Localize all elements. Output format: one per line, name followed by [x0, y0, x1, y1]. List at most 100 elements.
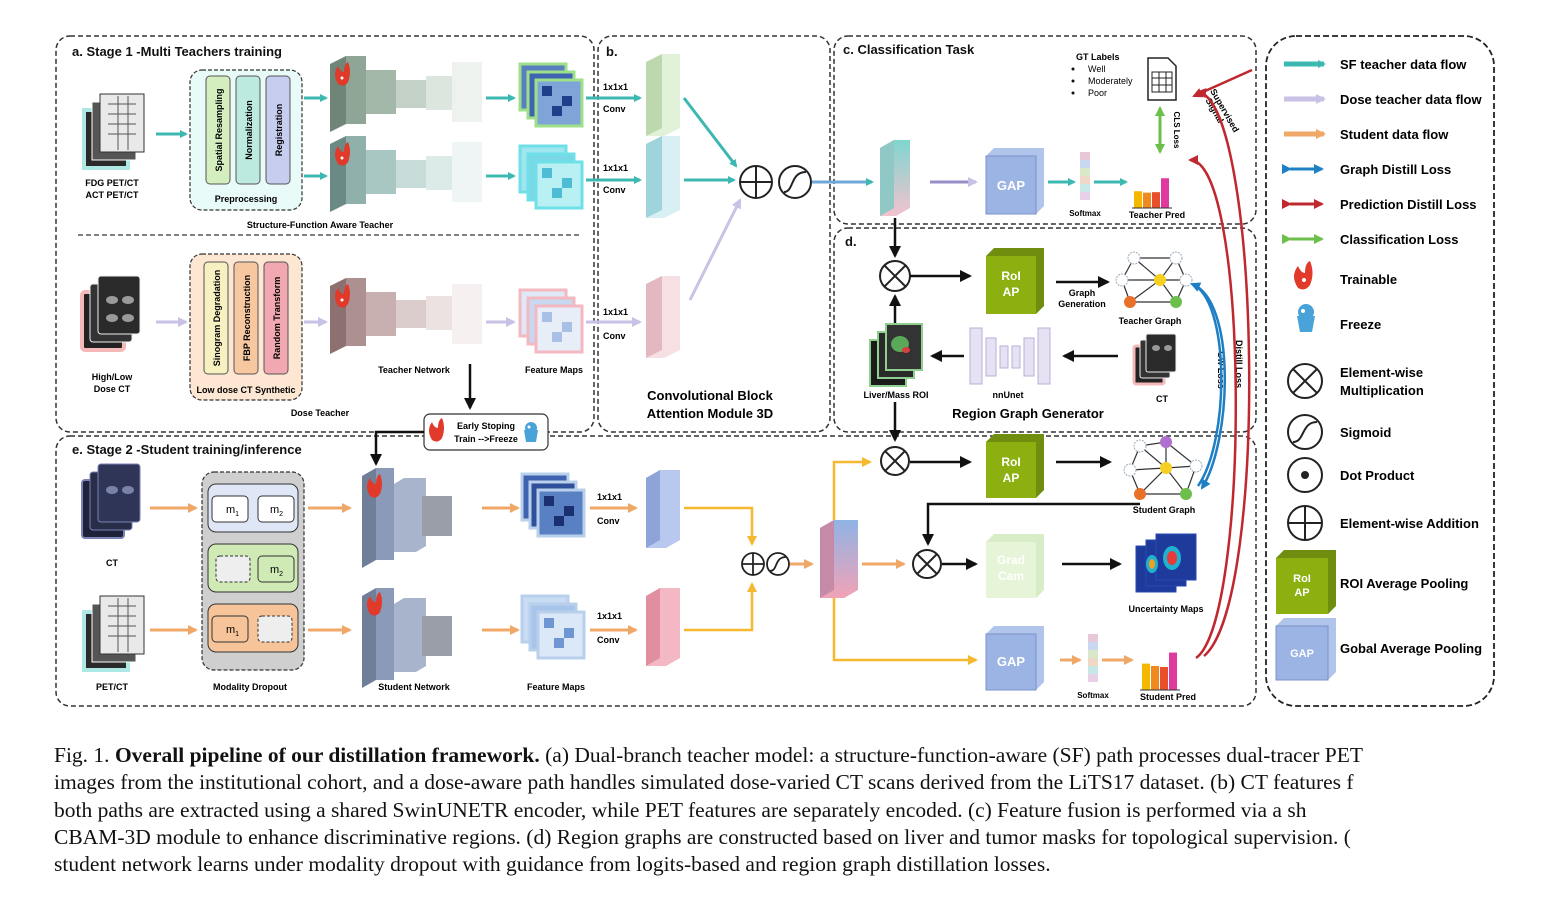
legend-label: Gobal Average Pooling [1340, 641, 1482, 656]
freeze-icon [1297, 304, 1315, 332]
spatial-resampling-label: Spatial Resampling [214, 88, 224, 171]
pred-bar [1151, 666, 1159, 690]
legend-label: Element-wise Addition [1340, 516, 1479, 531]
student-petct-stack [82, 595, 145, 672]
trainable-flame-icon [335, 284, 350, 308]
student-graph [1123, 436, 1203, 500]
pred-bar [1161, 178, 1169, 208]
legend-label-line2: Multiplication [1340, 383, 1424, 398]
student-pred-label: Student Pred [1140, 692, 1196, 702]
distill-loss-label: Distill Loss [1234, 340, 1244, 388]
ct-stack-d [1132, 333, 1177, 386]
legend-label: Dot Product [1340, 468, 1415, 483]
panel-b-box [597, 35, 831, 433]
uncertainty-label: Uncertainty Maps [1128, 604, 1203, 614]
nnunet-block [969, 327, 1051, 385]
train-freeze-label: Train -->Freeze [454, 434, 518, 444]
softmax-column-teacher [1080, 152, 1090, 200]
gap-label: GAP [997, 178, 1026, 193]
element-wise-multiplication-icon [912, 549, 942, 579]
legend-roi-icon-label: RoI [1293, 573, 1311, 585]
softmax-column-student [1088, 634, 1098, 682]
preprocessing-label: Preprocessing [215, 194, 278, 204]
panel-b-title: b. [606, 44, 618, 59]
trainable-flame-icon [367, 474, 382, 498]
pred-bar [1152, 192, 1160, 208]
random-transform-label: Random Transform [272, 277, 282, 360]
random-transform-step [263, 261, 289, 375]
conv-kernel-label: 1x1x1 [597, 492, 622, 502]
nnunet-label: nnUnet [993, 390, 1024, 400]
legend-label: Dose teacher data flow [1340, 92, 1482, 107]
teacher-graph-label: Teacher Graph [1119, 316, 1182, 326]
m1-token: m1 [226, 504, 239, 518]
student-conv-bottom [646, 588, 680, 666]
conv-kernel-label: 1x1x1 [603, 82, 628, 92]
panel-a-box [55, 35, 595, 433]
conv-kernel-label: 1x1x1 [597, 611, 622, 621]
element-wise-addition-icon [1287, 505, 1323, 541]
teacher-network-label: Teacher Network [378, 365, 451, 375]
gt-labels-title: GT Labels [1076, 52, 1120, 62]
gap-legend-icon [1275, 618, 1336, 681]
liver-roi-label: Liver/Mass ROI [863, 390, 928, 400]
gap-block-student [985, 626, 1044, 691]
student-conv-top [646, 470, 680, 548]
trainable-flame-icon [335, 62, 350, 86]
fdg-label: FDG PET/CT [85, 178, 139, 188]
liver-roi-stack [869, 323, 923, 387]
ap-label: AP [1003, 285, 1020, 299]
panel-a-title: a. Stage 1 -Multi Teachers training [72, 44, 282, 59]
caption-line: images from the institutional cohort, an… [54, 770, 1354, 795]
registration-step [265, 75, 291, 185]
trainable-flame-icon [335, 142, 350, 166]
gt-item: Poor [1088, 88, 1107, 98]
conv-kernel-label: 1x1x1 [603, 307, 628, 317]
registration-label: Registration [274, 104, 284, 157]
sinogram-degradation-step [203, 261, 229, 375]
fbp-label: FBP Reconstruction [242, 275, 252, 361]
legend-label: Graph Distill Loss [1340, 162, 1451, 177]
early-stop-label: Early Stoping [457, 421, 515, 431]
figure-caption: Fig. 1. Overall pipeline of our distilla… [54, 742, 1550, 878]
m1-token: m1 [226, 624, 239, 638]
sf-teacher-label: Structure-Function Aware Teacher [247, 220, 394, 230]
gradcam-block [986, 534, 1044, 598]
caption-line: both paths are extracted using a shared … [54, 797, 1307, 822]
fbp-reconstruction-step [233, 261, 259, 375]
dot-product-icon [1287, 457, 1323, 493]
element-wise-addition-icon [739, 165, 773, 199]
dose-teacher-encoder [330, 278, 482, 354]
legend-label: Classification Loss [1340, 232, 1458, 247]
student-ct-stack [81, 463, 141, 539]
student-network-label: Student Network [378, 682, 450, 692]
normalization-step [235, 75, 261, 185]
pipeline-figure: a. Stage 1 -Multi Teachers training b. c… [55, 35, 1495, 707]
legend-label: SF teacher data flow [1340, 57, 1467, 72]
teacher-pred-bars [1132, 178, 1172, 209]
element-wise-multiplication-icon [880, 446, 910, 476]
highlow-ct-stack [80, 275, 141, 352]
panel-e-box [55, 435, 1257, 707]
legend-box [1265, 35, 1495, 707]
cbam-label-line1: Convolutional Block [647, 388, 773, 403]
roi-ap-block-teacher [986, 248, 1044, 314]
ct-label-d: CT [1156, 394, 1168, 404]
legend-label-line1: Element-wise [1340, 365, 1423, 380]
roi-ap-block-student [986, 434, 1044, 498]
sigmoid-icon [1287, 414, 1323, 450]
conv-label: Conv [603, 185, 626, 195]
sinogram-label: Sinogram Degradation [212, 270, 222, 367]
conv-block-mid [646, 136, 680, 218]
legend-label: Freeze [1340, 317, 1381, 332]
roi-label: RoI [1001, 455, 1020, 469]
gt-item: Moderately [1088, 76, 1133, 86]
graph-gen-label-2: Generation [1058, 299, 1106, 309]
teacher-pred-label: Teacher Pred [1129, 210, 1185, 220]
spatial-resampling-step [205, 75, 231, 185]
panel-d-title: d. [845, 234, 857, 249]
conv-kernel-label: 1x1x1 [603, 163, 628, 173]
fused-feature-block-teacher [880, 140, 910, 216]
gap-block-teacher [985, 148, 1044, 215]
act-label: ACT PET/CT [86, 190, 140, 200]
